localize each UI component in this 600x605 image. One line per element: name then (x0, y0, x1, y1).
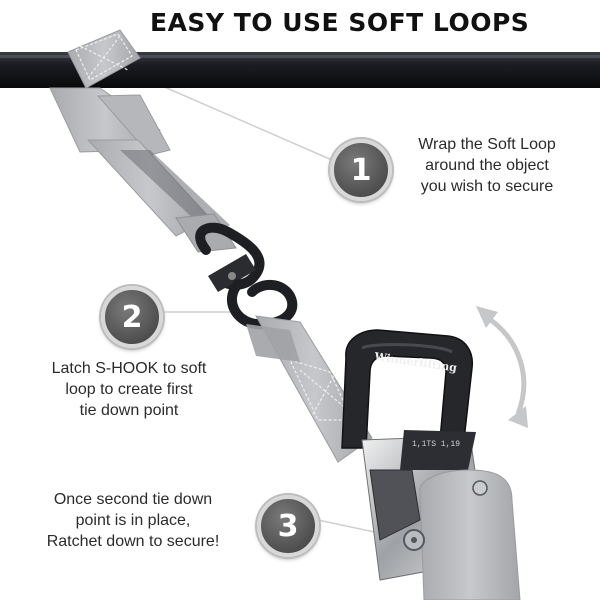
ratchet: Winnerlifting 1,1TS 1,19 (341, 329, 521, 601)
step-2-text: Latch S-HOOK to soft loop to create firs… (14, 358, 244, 421)
step-2-badge: 2 (101, 286, 163, 348)
step-2-line: tie down point (79, 402, 179, 419)
tension-label: 1,1TS 1,19 (412, 440, 460, 449)
step-1-line: Wrap the Soft Loop (418, 136, 556, 153)
step-1-line: you wish to secure (420, 178, 554, 195)
rotate-arrow-icon (476, 306, 528, 428)
step-1-line: around the object (425, 157, 549, 174)
step-3-text: Once second tie down point is in place, … (18, 489, 248, 552)
step-3-line: point is in place, (75, 512, 191, 529)
step-3-badge: 3 (257, 495, 319, 557)
step-2-line: loop to create first (65, 381, 193, 398)
step-3-line: Ratchet down to secure! (46, 533, 220, 550)
step-3-line: Once second tie down (53, 491, 213, 508)
step-2-line: Latch S-HOOK to soft (51, 360, 207, 377)
step-1-text: Wrap the Soft Loop around the object you… (392, 134, 582, 197)
page-title: EASY TO USE SOFT LOOPS (150, 8, 530, 37)
step-1-badge: 1 (330, 139, 392, 201)
